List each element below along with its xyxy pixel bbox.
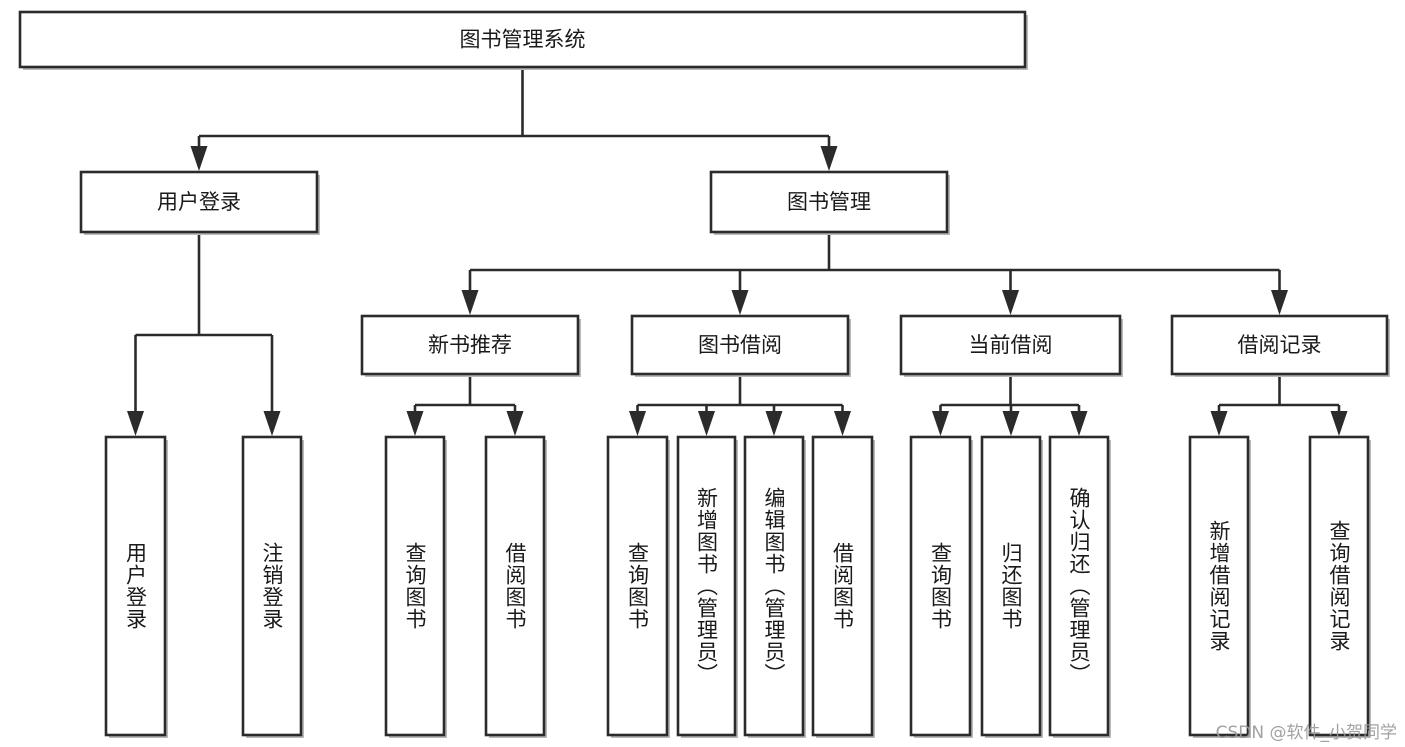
node-box[interactable] — [1048, 435, 1110, 737]
arrow-head-icon — [731, 290, 749, 315]
node-box[interactable] — [79, 170, 319, 234]
node-box[interactable] — [484, 435, 546, 737]
node-box[interactable] — [676, 435, 737, 737]
node-box[interactable] — [104, 435, 167, 737]
arrow-head-icon — [1210, 411, 1228, 436]
node-leaf-user-login[interactable] — [104, 435, 168, 738]
node-leaf-query-book-3[interactable] — [909, 435, 973, 738]
arrow-head-icon — [1070, 411, 1088, 436]
edges-layer — [127, 67, 1348, 436]
node-bookmgmt[interactable]: 图书管理 — [709, 170, 950, 235]
node-box[interactable] — [899, 314, 1122, 376]
node-box[interactable] — [606, 435, 669, 737]
node-label: 新书推荐 — [428, 333, 512, 357]
node-box[interactable] — [709, 170, 949, 234]
node-current[interactable]: 当前借阅 — [899, 314, 1123, 377]
arrow-head-icon — [190, 146, 208, 171]
node-leaf-query-book-1[interactable] — [384, 435, 447, 738]
node-box[interactable] — [1170, 314, 1389, 376]
node-label: 当前借阅 — [969, 333, 1053, 357]
node-box[interactable] — [630, 314, 850, 376]
node-leaf-borrow-book-2[interactable] — [811, 435, 875, 738]
node-leaf-return-book[interactable] — [980, 435, 1043, 738]
node-leaf-confirm-return[interactable] — [1048, 435, 1111, 738]
node-label: 图书借阅 — [698, 333, 782, 357]
node-leaf-query-record[interactable] — [1308, 435, 1371, 738]
node-box[interactable] — [811, 435, 874, 737]
node-leaf-add-book[interactable] — [676, 435, 738, 738]
node-leaf-add-record[interactable] — [1188, 435, 1251, 738]
node-leaf-query-book-2[interactable] — [606, 435, 670, 738]
node-box[interactable] — [1188, 435, 1250, 737]
node-login[interactable]: 用户登录 — [79, 170, 320, 235]
arrow-head-icon — [820, 146, 838, 171]
arrow-head-icon — [1002, 411, 1020, 436]
arrow-head-icon — [406, 411, 424, 436]
arrow-head-icon — [629, 411, 646, 436]
node-label: 图书管理 — [787, 190, 871, 214]
arrow-head-icon — [1271, 290, 1288, 315]
arrow-head-icon — [1002, 290, 1019, 315]
node-box[interactable] — [18, 10, 1027, 69]
watermark-text: CSDN @软件_小贺同学 — [1215, 723, 1397, 743]
node-label: 借阅记录 — [1238, 333, 1322, 357]
node-leaf-borrow-book-1[interactable] — [484, 435, 547, 738]
node-box[interactable] — [743, 435, 805, 737]
node-box[interactable] — [980, 435, 1042, 737]
arrow-head-icon — [263, 411, 281, 436]
node-label: 用户登录 — [157, 190, 241, 214]
node-leaf-user-logout[interactable] — [241, 435, 304, 738]
arrow-head-icon — [461, 290, 479, 315]
node-records[interactable]: 借阅记录 — [1170, 314, 1390, 377]
node-box[interactable] — [241, 435, 303, 737]
node-root[interactable]: 图书管理系统 — [18, 10, 1028, 70]
node-leaf-edit-book[interactable] — [743, 435, 806, 738]
node-box[interactable] — [360, 314, 580, 376]
arrow-head-icon — [127, 411, 144, 436]
node-newbook[interactable]: 新书推荐 — [360, 314, 581, 377]
arrow-head-icon — [1330, 411, 1348, 436]
node-box[interactable] — [384, 435, 446, 737]
arrow-head-icon — [506, 411, 524, 436]
arrow-head-icon — [698, 411, 715, 436]
arrow-head-icon — [932, 411, 949, 436]
arrow-head-icon — [834, 411, 851, 436]
node-label: 图书管理系统 — [460, 28, 586, 52]
node-box[interactable] — [1308, 435, 1370, 737]
node-box[interactable] — [909, 435, 972, 737]
node-borrow[interactable]: 图书借阅 — [630, 314, 851, 377]
arrow-head-icon — [765, 411, 783, 436]
